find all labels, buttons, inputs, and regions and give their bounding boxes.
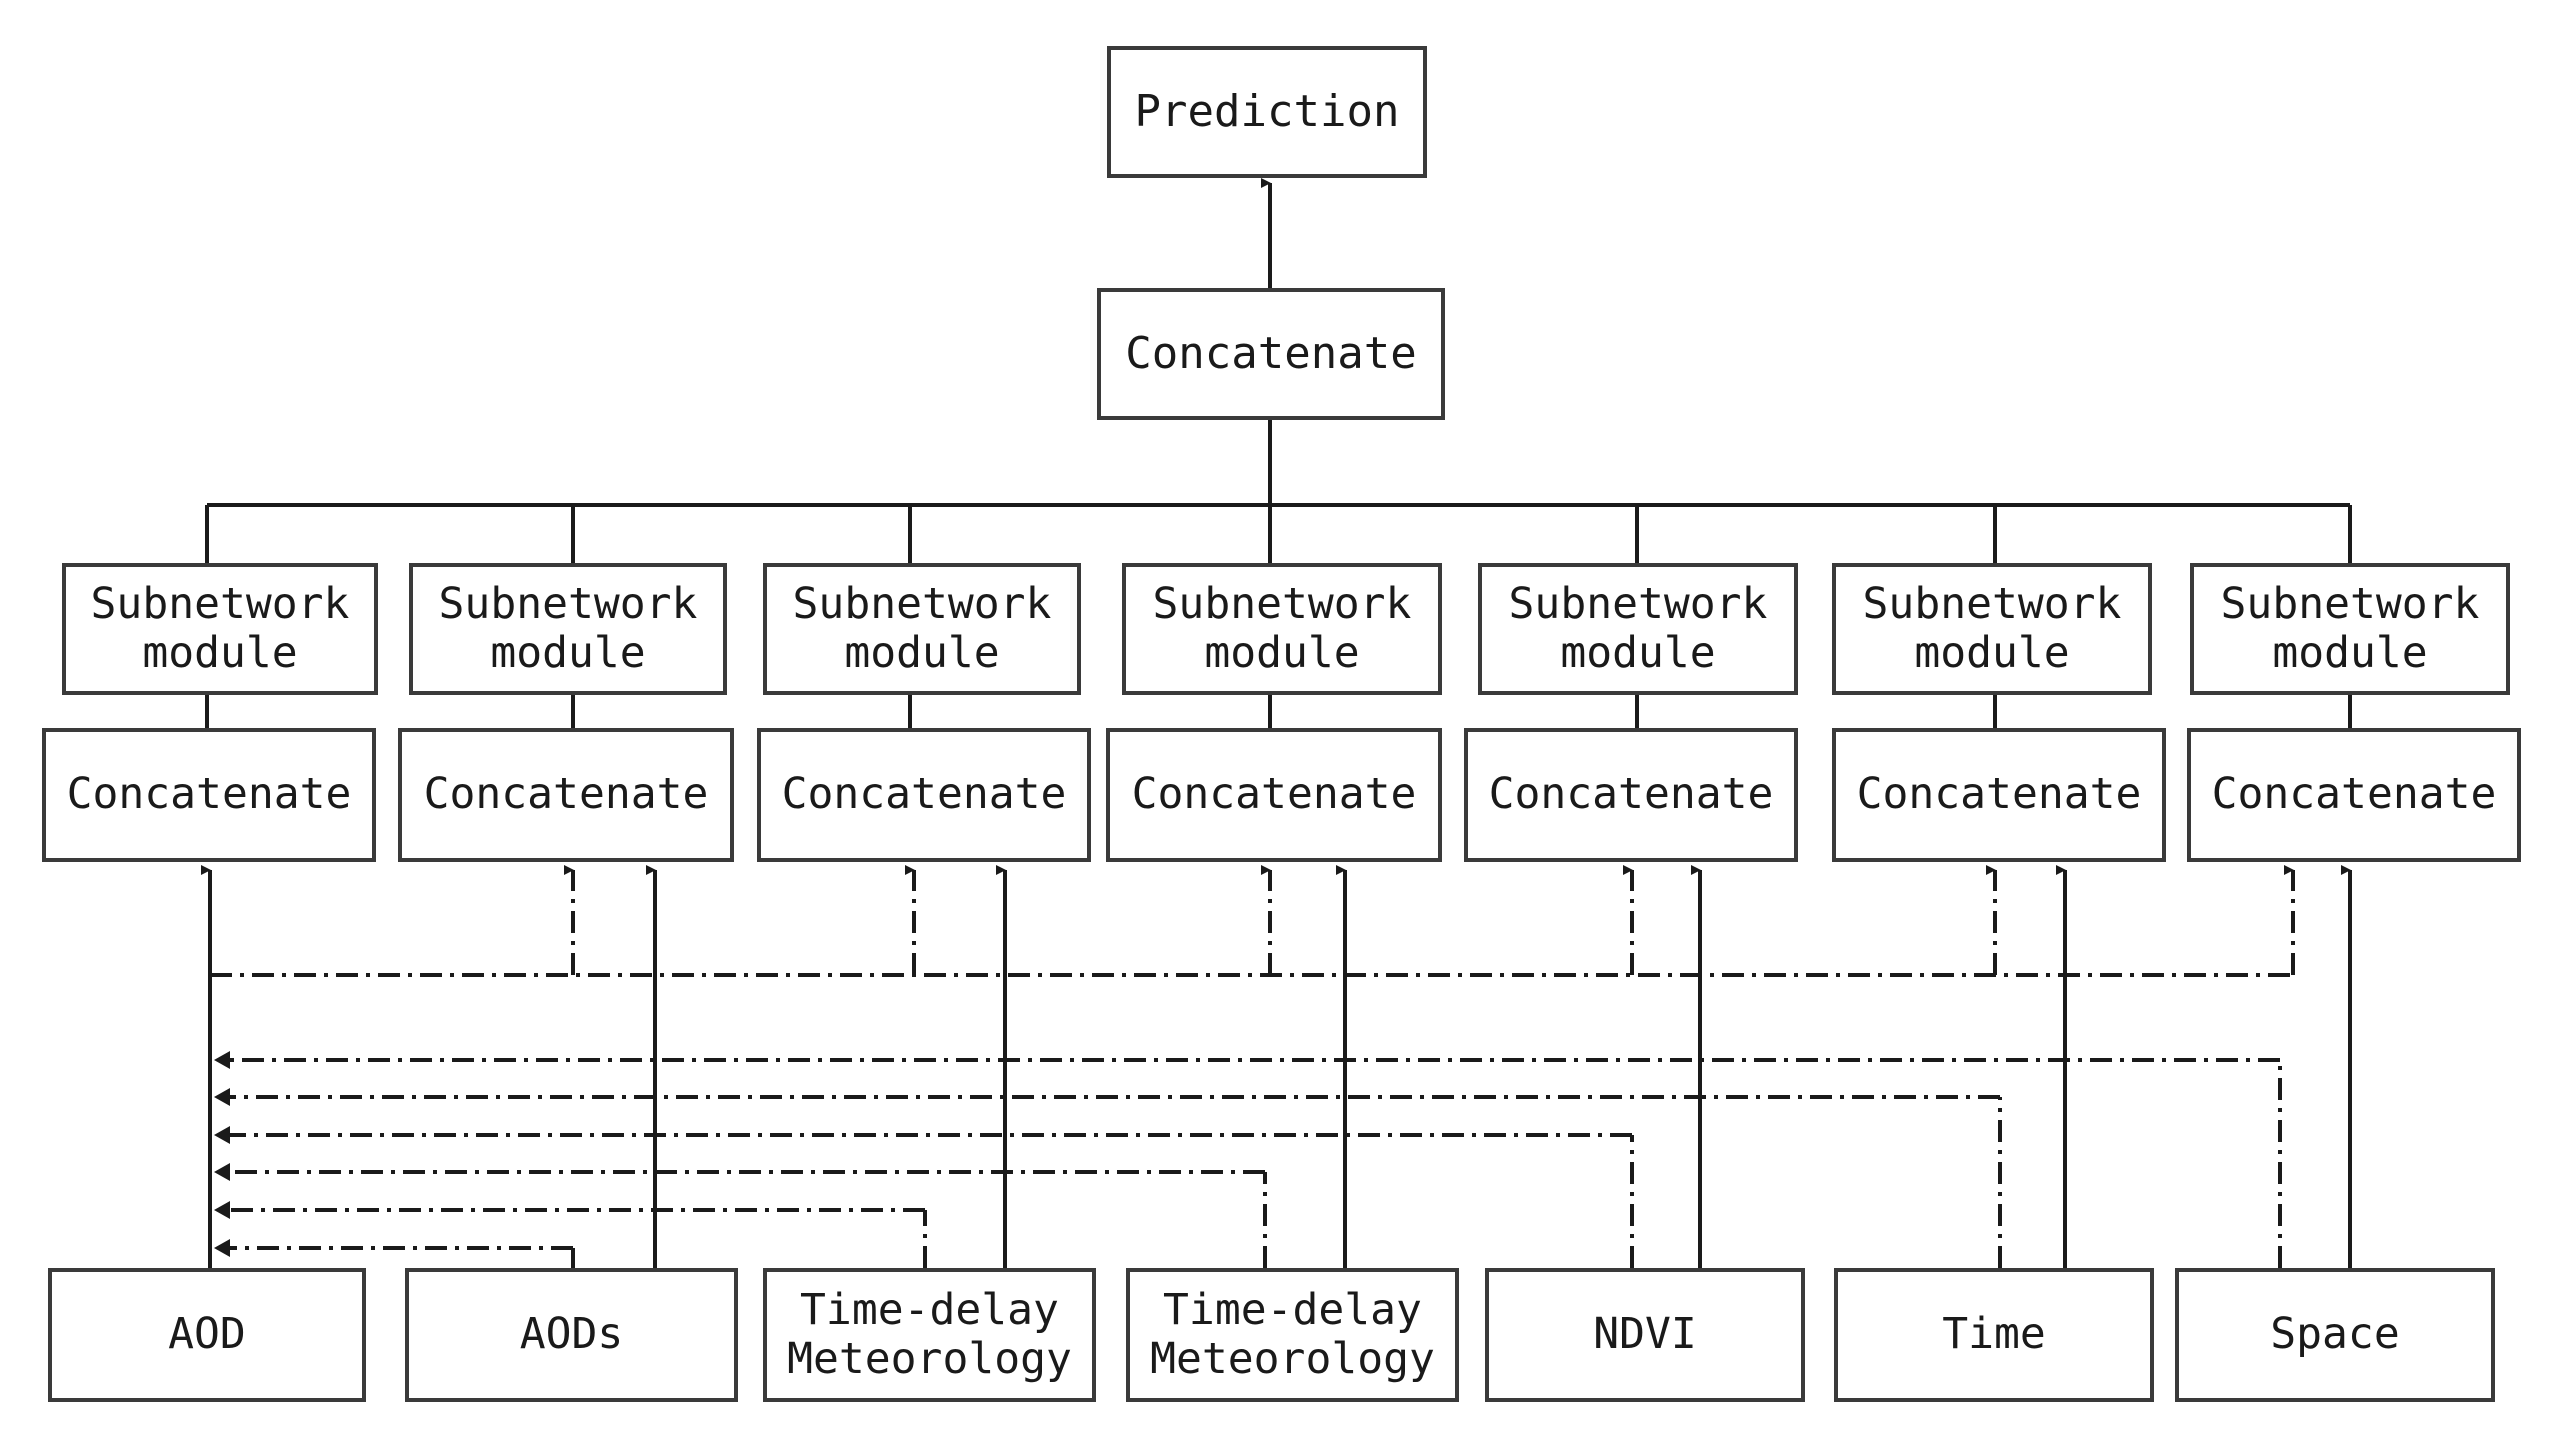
branch-concatenate-box-7: Concatenate (2187, 728, 2521, 862)
input-box-5: NDVI (1485, 1268, 1805, 1402)
subnetwork-module-box-4: Subnetwork module (1122, 563, 1442, 695)
subnetwork-module-box-3: Subnetwork module (763, 563, 1081, 695)
return-arrowhead-2 (214, 1239, 230, 1257)
input-box-3: Time-delay Meteorology (763, 1268, 1096, 1402)
subnetwork-module-box-1: Subnetwork module (62, 563, 378, 695)
return-arrowhead-4 (214, 1163, 230, 1181)
subnetwork-module-box-7: Subnetwork module (2190, 563, 2510, 695)
input-box-2: AODs (405, 1268, 738, 1402)
branch-concatenate-box-5: Concatenate (1464, 728, 1798, 862)
subnetwork-module-box-5: Subnetwork module (1478, 563, 1798, 695)
return-arrowhead-7 (214, 1051, 230, 1069)
return-arrowhead-3 (214, 1201, 230, 1219)
prediction-box: Prediction (1107, 46, 1427, 178)
branch-concatenate-box-4: Concatenate (1106, 728, 1442, 862)
return-arrowhead-5 (214, 1126, 230, 1144)
return-arrowhead-6 (214, 1088, 230, 1106)
input-box-6: Time (1834, 1268, 2154, 1402)
input-box-7: Space (2175, 1268, 2495, 1402)
branch-concatenate-box-2: Concatenate (398, 728, 734, 862)
branch-concatenate-box-6: Concatenate (1832, 728, 2166, 862)
branch-concatenate-box-3: Concatenate (757, 728, 1091, 862)
top-concatenate-box: Concatenate (1097, 288, 1445, 420)
input-box-1: AOD (48, 1268, 366, 1402)
branch-concatenate-box-1: Concatenate (42, 728, 376, 862)
input-box-4: Time-delay Meteorology (1126, 1268, 1459, 1402)
subnetwork-module-box-2: Subnetwork module (409, 563, 727, 695)
subnetwork-module-box-6: Subnetwork module (1832, 563, 2152, 695)
